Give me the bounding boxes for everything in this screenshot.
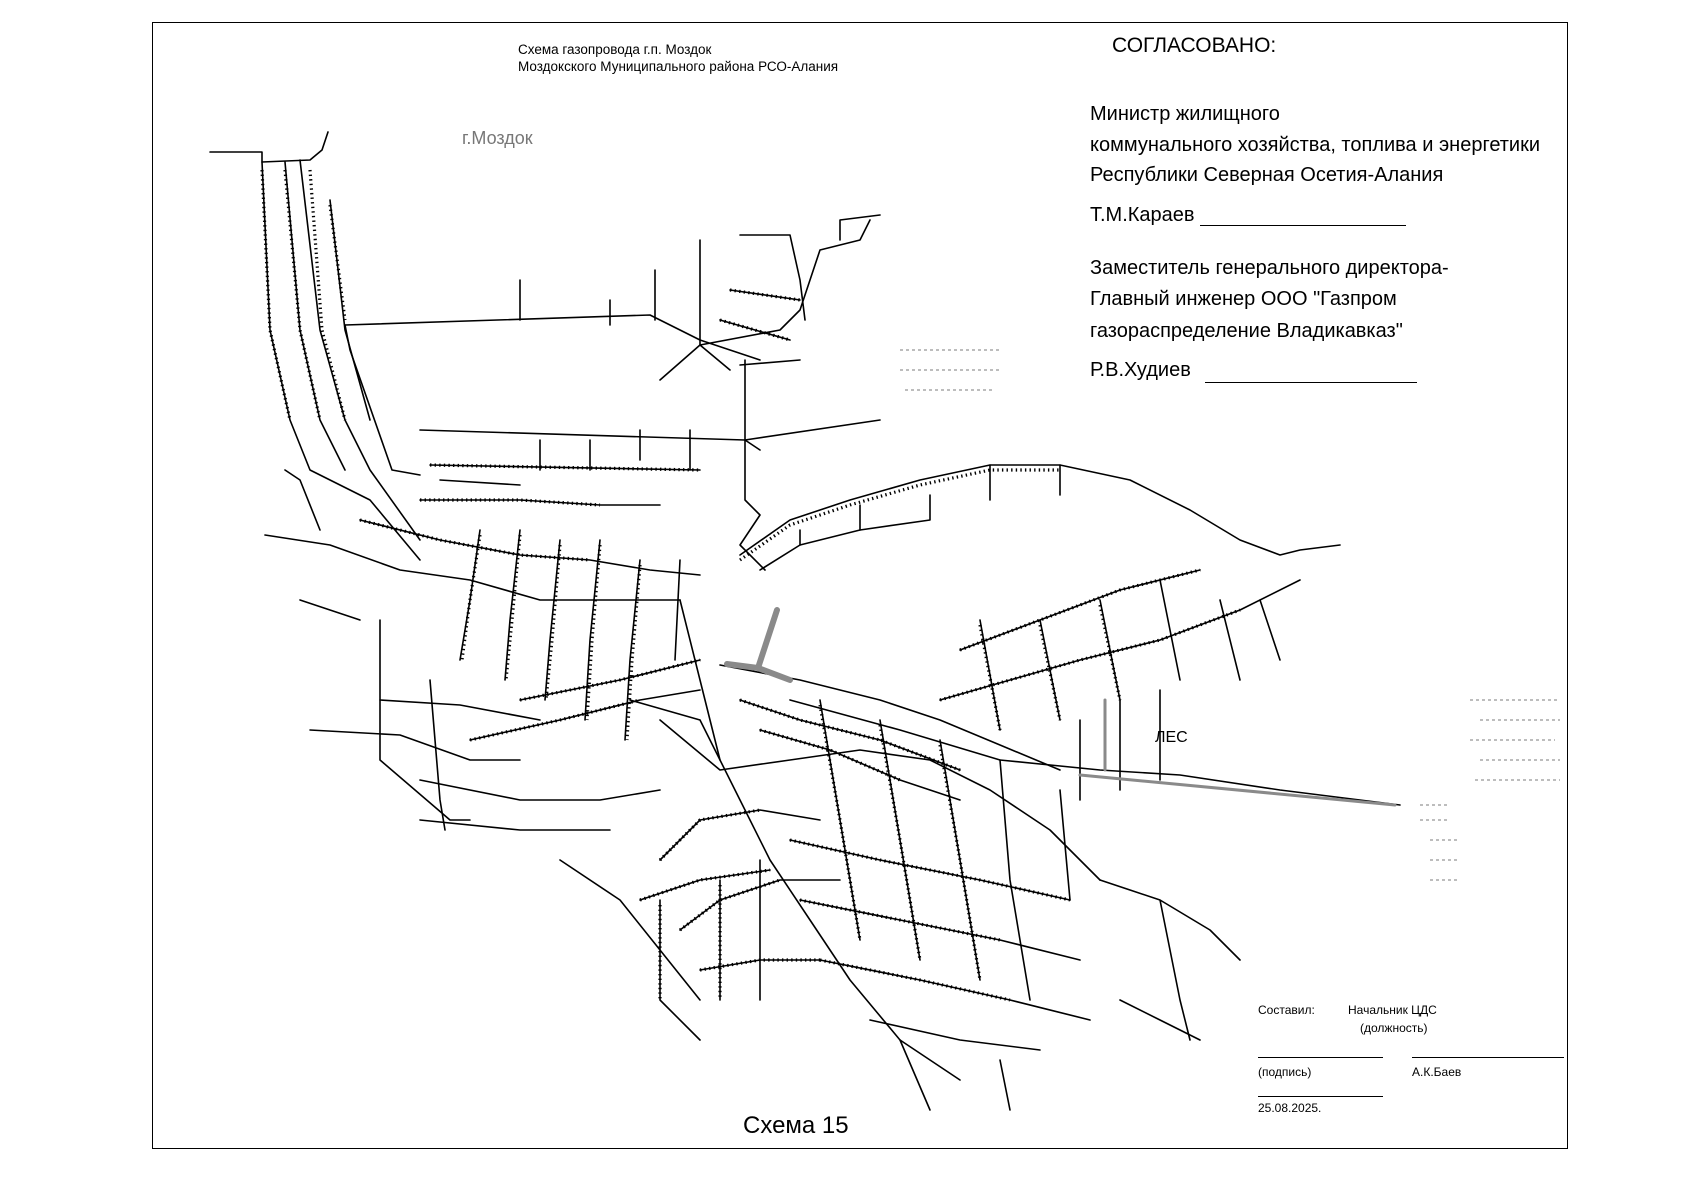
minister-signature-line — [1200, 225, 1406, 226]
deputy-name: Р.В.Худиев — [1090, 359, 1191, 381]
person-name: А.К.Баев — [1412, 1065, 1462, 1079]
minister-name: Т.М.Караев — [1090, 204, 1195, 226]
deputy-line-3: газораспределение Владикавказ" — [1090, 320, 1403, 342]
position-line — [1412, 1057, 1564, 1058]
approval-title: СОГЛАСОВАНО: — [1112, 34, 1277, 57]
header-title-line-2: Моздокского Муниципального района РСО-Ал… — [518, 59, 839, 74]
city-label: г.Моздок — [462, 128, 533, 148]
deputy-line-1: Заместитель генерального директора- — [1090, 257, 1449, 279]
highlighted-main-line — [1078, 698, 1397, 807]
position-caption: (должность) — [1360, 1021, 1428, 1035]
date-line — [1258, 1096, 1383, 1097]
highlighted-pipeline-section — [724, 607, 793, 683]
minister-line-2: коммунального хозяйства, топлива и энерг… — [1090, 134, 1541, 156]
compiled-label: Составил: — [1258, 1003, 1315, 1017]
signature-caption: (подпись) — [1258, 1065, 1312, 1079]
forest-label: ЛЕС — [1155, 729, 1188, 746]
drawing-frame — [152, 22, 1568, 1149]
deputy-line-2: Главный инженер ООО "Газпром — [1090, 288, 1397, 310]
position-value: Начальник ЦДС — [1348, 1003, 1437, 1017]
faint-fragments — [900, 349, 1560, 881]
signature-line — [1258, 1057, 1383, 1058]
schema-title: Схема 15 — [743, 1112, 849, 1139]
compile-date: 25.08.2025. — [1258, 1101, 1322, 1115]
minister-line-1: Министр жилищного — [1090, 103, 1280, 125]
service-connections — [260, 169, 1241, 1002]
minister-line-3: Республики Северная Осетия-Алания — [1090, 164, 1444, 186]
header-title-line-1: Схема газопровода г.п. Моздок — [518, 42, 712, 57]
deputy-signature-line — [1205, 382, 1417, 383]
